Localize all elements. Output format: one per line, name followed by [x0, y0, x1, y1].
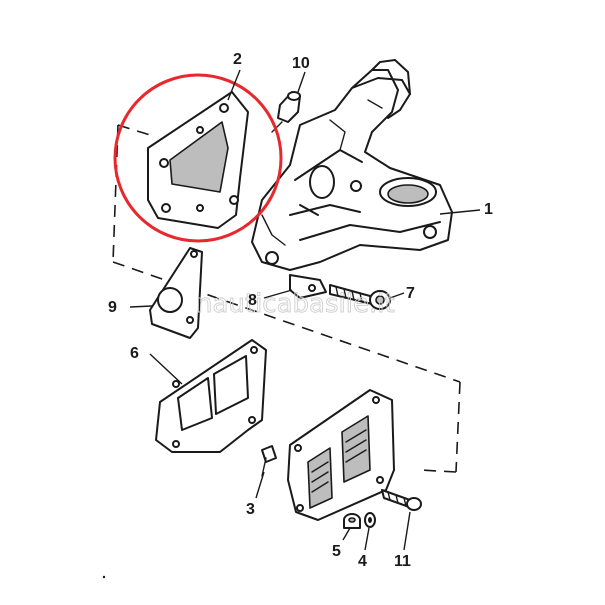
callout-1: 1: [484, 201, 493, 218]
washer-part-4: [364, 512, 376, 528]
callout-9: 9: [108, 299, 117, 316]
main-housing-part-1: [251, 59, 453, 271]
gasket-part-9: [149, 247, 203, 339]
callout-6: 6: [130, 345, 139, 362]
gasket-part-6: [155, 339, 267, 453]
bracket-part-8: [289, 274, 327, 299]
highlight-circle: [113, 73, 283, 243]
callout-11: 11: [394, 553, 411, 570]
callout-7: 7: [406, 285, 415, 302]
callout-2: 2: [233, 51, 242, 68]
screw-part-3: [261, 445, 277, 477]
leader-lines: [129, 69, 481, 551]
callout-4: 4: [358, 553, 367, 570]
callout-5: 5: [332, 543, 341, 560]
cover-plate-part-2: [147, 91, 249, 229]
reed-block-plate: [287, 389, 395, 521]
plug-part-10: [271, 91, 301, 133]
spacer-part-5: [343, 513, 361, 529]
callout-3: 3: [246, 501, 255, 518]
bolt-part-7: [329, 284, 391, 310]
stray-dot: [102, 575, 106, 579]
callout-8: 8: [248, 292, 257, 309]
callout-10: 10: [292, 55, 310, 72]
watermark-text: nauticabasile.it: [196, 289, 395, 319]
bolt-part-11: [381, 489, 422, 511]
